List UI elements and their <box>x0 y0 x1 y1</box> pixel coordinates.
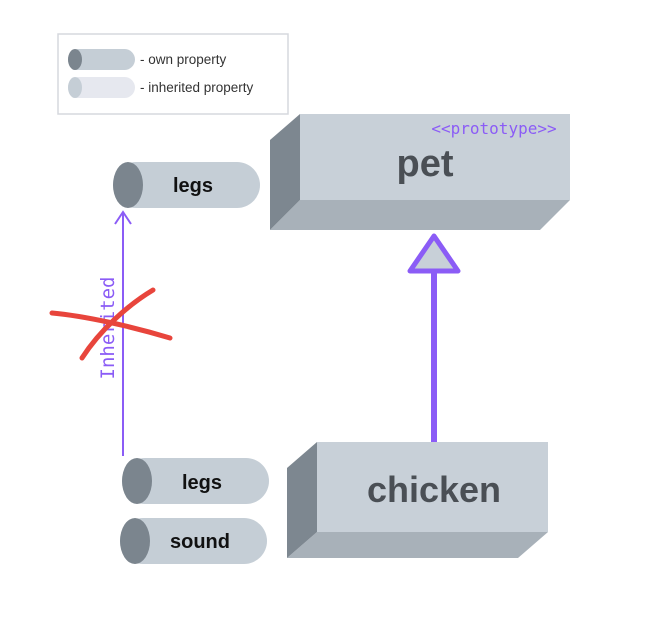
inherited-arrowhead-icon <box>114 210 132 225</box>
pet-property-legs: legs <box>113 162 260 208</box>
legend-own-swatch <box>68 49 135 70</box>
cross-out-icon <box>49 287 173 361</box>
prototype-link-arrow <box>407 233 461 442</box>
chicken-property-legs-label: legs <box>182 472 222 494</box>
legend: - own property - inherited property <box>57 33 289 115</box>
pet-object-box: pet <<prototype>> <box>270 114 570 230</box>
pet-property-legs-label: legs <box>173 175 213 197</box>
chicken-property-sound: sound <box>120 518 267 564</box>
prototype-arrowhead-icon <box>407 233 461 274</box>
chicken-object-box: chicken <box>287 442 548 558</box>
legend-own-label: - own property <box>140 52 227 67</box>
pet-object-name: pet <box>397 143 454 185</box>
legend-inherited-swatch <box>68 77 135 98</box>
chicken-property-legs: legs <box>122 458 269 504</box>
legend-frame <box>57 33 289 115</box>
chicken-property-sound-label: sound <box>170 531 230 553</box>
legend-inherited-label: - inherited property <box>140 80 254 95</box>
prototype-stereotype-label: <<prototype>> <box>431 119 556 138</box>
chicken-object-name: chicken <box>367 469 501 510</box>
